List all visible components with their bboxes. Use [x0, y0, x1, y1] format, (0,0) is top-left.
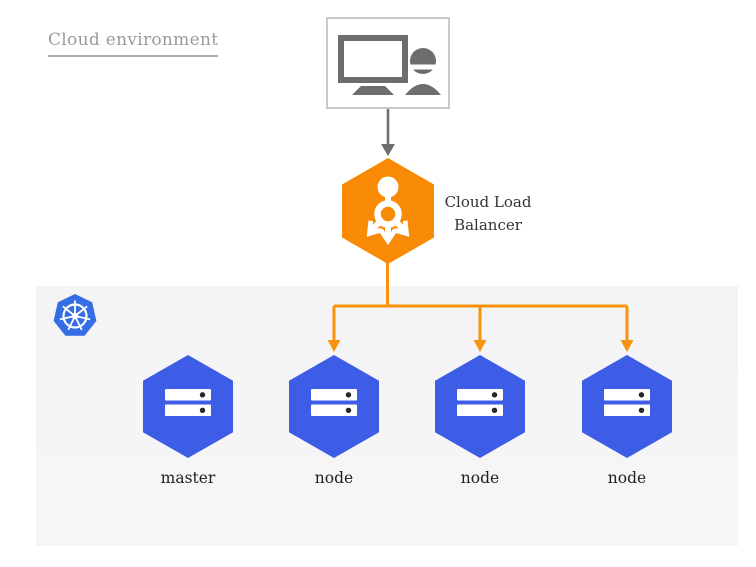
node-label-3: node: [607, 469, 647, 487]
load-balancer-connectors: [327, 263, 634, 352]
server-icon: [311, 389, 357, 416]
monitor-and-user-icon: [338, 35, 441, 95]
server-icon: [604, 389, 650, 416]
kubernetes-logo: [53, 294, 97, 336]
node-label-1: node: [314, 469, 354, 487]
ship-wheel-icon: [59, 300, 91, 331]
user-workstation-box: [326, 17, 450, 109]
cluster-node-2: [435, 355, 525, 458]
connector-arrowheads: [327, 340, 634, 352]
load-balancer-icon: [370, 176, 406, 241]
user-icon: [405, 48, 441, 95]
server-icon: [165, 389, 211, 416]
cluster-node-1: [289, 355, 379, 458]
cloud-environment-title: Cloud environment: [48, 30, 219, 57]
down-arrow-icon: [381, 109, 395, 156]
monitor-icon: [338, 35, 408, 95]
cluster-node-master: [143, 355, 233, 458]
server-icon: [457, 389, 503, 416]
node-label-master: master: [160, 469, 216, 487]
load-balancer-label: Cloud Load Balancer: [444, 193, 532, 235]
cloud-load-balancer-hexagon: [342, 158, 434, 264]
cluster-node-3: [582, 355, 672, 458]
load-balancer-hexagon-shape: [342, 158, 434, 264]
node-label-2: node: [460, 469, 500, 487]
